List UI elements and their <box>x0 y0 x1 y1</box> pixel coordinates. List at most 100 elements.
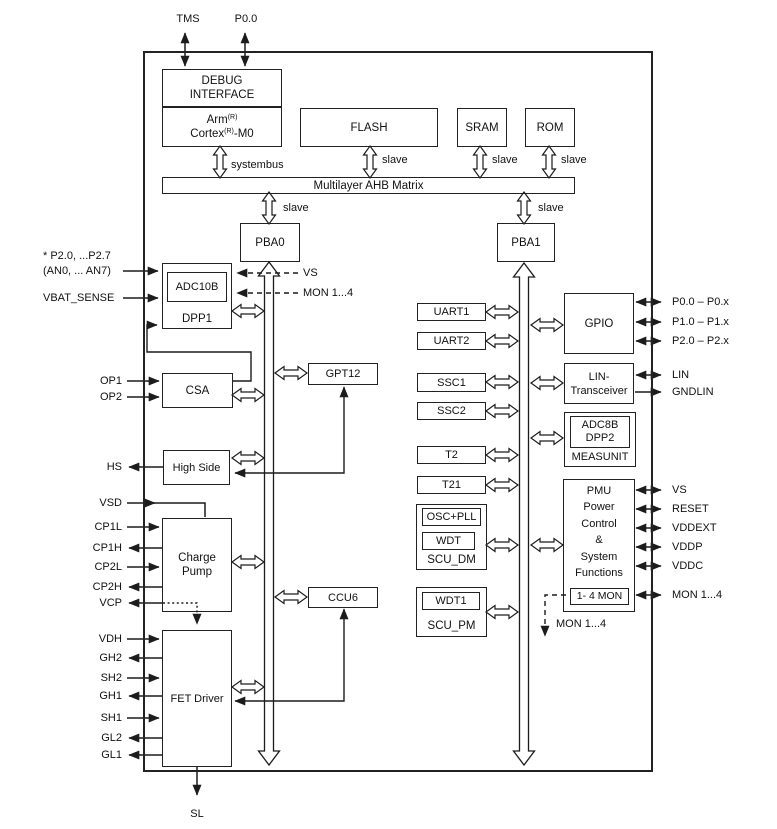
pin-label-cp2h: CP2H <box>92 581 122 593</box>
pin-label-vdh: VDH <box>98 633 122 645</box>
pin-label-tms: TMS <box>176 13 200 25</box>
slave-label-pba1: slave <box>538 202 564 214</box>
dashed-lines <box>163 268 566 637</box>
adc10b-label: ADC10B <box>175 280 219 293</box>
chargepump-label2: Pump <box>181 566 213 578</box>
debug-line2: INTERFACE <box>189 89 255 101</box>
ssc2-label: SSC2 <box>437 405 466 417</box>
uart1-block: UART1 <box>417 303 486 321</box>
chargepump-label1: Charge <box>178 552 216 564</box>
slave-label-flash: slave <box>382 154 408 166</box>
pmu-line-6: Functions <box>575 567 623 580</box>
uart2-label: UART2 <box>433 335 470 347</box>
adc10b-block: ADC10B <box>167 272 227 302</box>
scu-dm-label: SCU_DM <box>427 554 476 566</box>
slave-label-pba0: slave <box>283 202 309 214</box>
pin-label-p00: P0.0 <box>234 13 258 25</box>
pin-label-p2x: P2.0 – P2.x <box>672 335 729 347</box>
gpio-label: GPIO <box>584 317 614 330</box>
lin-transceiver-block: LIN- Transceiver <box>564 363 634 404</box>
pin-label-vddp: VDDP <box>672 541 703 553</box>
pin-label-vddc: VDDC <box>672 560 704 572</box>
highside-label: High Side <box>172 461 221 474</box>
t2-label: T2 <box>445 449 458 461</box>
pin-label-p1x: P1.0 – P1.x <box>672 316 729 328</box>
pmu-text: PMU Power Control & System Functions <box>564 483 634 581</box>
adc8b-dpp2-block: ADC8B DPP2 <box>570 416 630 448</box>
t2-block: T2 <box>417 446 486 464</box>
sram-block: SRAM <box>457 108 507 147</box>
chip-boundary <box>143 51 653 772</box>
pin-label-reset: RESET <box>672 503 709 515</box>
pin-label-gl2: GL2 <box>101 732 122 744</box>
pin-label-lin: LIN <box>672 369 690 381</box>
pba0-bus <box>257 260 281 767</box>
ahb-matrix-bar: Multilayer AHB Matrix <box>162 177 575 194</box>
highside-block: High Side <box>163 450 230 485</box>
flash-label: FLASH <box>350 121 388 134</box>
pmu-line-1: PMU <box>586 485 612 497</box>
measunit-block: ADC8B DPP2 MEASUNIT <box>564 412 636 467</box>
scu-pm-block: WDT1 SCU_PM <box>416 587 487 637</box>
debug-line1: DEBUG <box>201 75 243 87</box>
arm-label: Arm(R) <box>206 114 238 126</box>
pin-label-cp2l: CP2L <box>94 561 122 573</box>
gpt12-block: GPT12 <box>308 363 378 385</box>
uart2-block: UART2 <box>417 332 486 350</box>
debug-interface-block: DEBUG INTERFACE <box>162 69 282 107</box>
gpt12-label: GPT12 <box>325 368 361 380</box>
pin-label-sl: SL <box>190 808 204 820</box>
cortex-label: Cortex(R)-M0 <box>190 128 254 140</box>
cortex-m0-block: Arm(R) Cortex(R)-M0 <box>162 107 282 147</box>
right-pin-lines <box>635 297 662 600</box>
pin-label-op1: OP1 <box>99 375 122 387</box>
chargepump-block: Charge Pump <box>162 518 232 612</box>
lin-label2: Transceiver <box>570 384 628 397</box>
pin-label-sh1: SH1 <box>100 712 122 724</box>
pin-label-gh2: GH2 <box>99 652 122 664</box>
csa-label: CSA <box>185 384 210 397</box>
ssc1-block: SSC1 <box>417 373 486 392</box>
pba1-label: PBA1 <box>511 236 541 249</box>
wdt-label: WDT <box>435 534 462 547</box>
sram-label: SRAM <box>465 121 499 134</box>
fet-driver-block: FET Driver <box>162 630 232 767</box>
osc-pll-label: OSC+PLL <box>426 510 477 523</box>
scu-pm-label: SCU_PM <box>427 620 476 632</box>
systembus-label: systembus <box>231 159 284 171</box>
pin-label-analog2: (AN0, ... AN7) <box>43 265 111 277</box>
pba0-label: PBA0 <box>255 236 285 249</box>
slave-label-sram: slave <box>492 154 518 166</box>
pin-label-op2: OP2 <box>99 391 122 403</box>
uart1-label: UART1 <box>433 306 470 318</box>
left-pin-lines <box>123 266 206 796</box>
pin-label-vbat: VBAT_SENSE <box>43 292 115 304</box>
pin-label-p0x: P0.0 – P0.x <box>672 296 729 308</box>
pin-label-analog1: * P2.0, ...P2.7 <box>43 250 111 262</box>
pin-label-gl1: GL1 <box>101 749 122 761</box>
flash-block: FLASH <box>300 108 438 147</box>
pin-label-hs: HS <box>106 461 122 473</box>
pmu-line-3: Control <box>581 517 617 530</box>
scu-dm-block: OSC+PLL WDT SCU_DM <box>416 504 487 570</box>
pmu-line-5: System <box>580 550 618 563</box>
dpp2-label: DPP2 <box>585 432 615 444</box>
ahb-matrix-label: Multilayer AHB Matrix <box>313 179 424 192</box>
slave-label-rom: slave <box>561 154 587 166</box>
mon-dashed-label-right: MON 1...4 <box>556 618 607 630</box>
t21-label: T21 <box>442 479 461 491</box>
mon-dashed-label: MON 1...4 <box>303 287 354 299</box>
mon-1-4-block: 1- 4 MON <box>570 588 629 605</box>
csa-block: CSA <box>162 373 233 408</box>
fet-driver-label: FET Driver <box>170 692 224 705</box>
adc8b-label: ADC8B <box>581 419 619 431</box>
vs-dashed-label: VS <box>303 267 318 279</box>
wdt1-label: WDT1 <box>435 594 467 607</box>
pba1-bus <box>512 261 536 767</box>
pin-label-cp1h: CP1H <box>92 542 122 554</box>
pin-label-vs: VS <box>672 484 687 496</box>
dpp1-label: DPP1 <box>181 313 213 325</box>
pmu-line-4: & <box>595 534 603 547</box>
